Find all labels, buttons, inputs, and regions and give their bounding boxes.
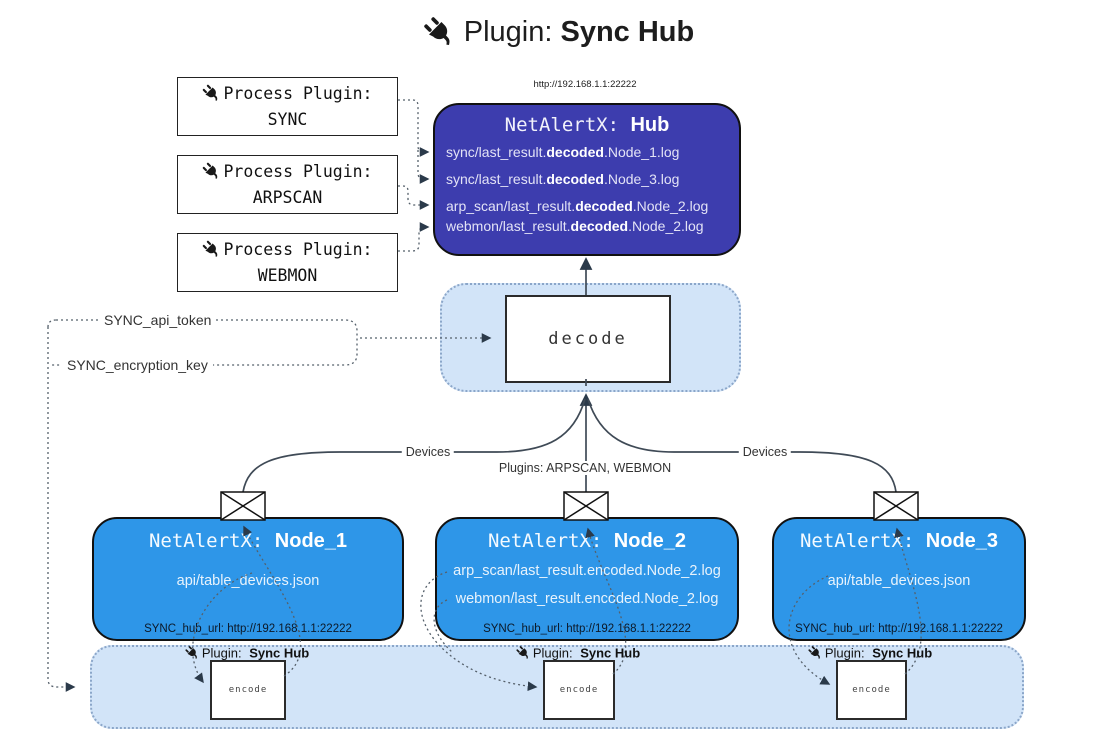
hub-url: http://192.168.1.1:22222 [533, 79, 637, 90]
plug-icon [202, 84, 221, 103]
node-title: NetAlertX: Node_1 [148, 530, 348, 552]
encoder-plugin-label: Plugin: Sync Hub [516, 645, 640, 661]
plug-icon [185, 646, 200, 661]
node-file: api/table_devices.json [827, 573, 971, 589]
hub-title-bold: Hub [630, 114, 670, 136]
envelope-icons [220, 491, 919, 521]
decode-box: decode [505, 295, 671, 383]
node-file: webmon/last_result.encoded.Node_2.log [455, 591, 719, 607]
edge-label-devices-left: Devices [401, 445, 455, 459]
node-3-box: NetAlertX: Node_3 api/table_devices.json… [772, 517, 1026, 641]
diagram-title: Plugin: Sync Hub [0, 16, 1117, 49]
edge-label-devices-right: Devices [738, 445, 792, 459]
process-plugin-webmon: Process Plugin: WEBMON [177, 233, 398, 292]
process-plugin-label: Process Plugin: [223, 161, 373, 181]
hub-title: NetAlertX: Hub [435, 114, 739, 137]
process-plugin-label: Process Plugin: [223, 239, 373, 259]
node-hub-url: SYNC_hub_url: http://192.168.1.1:22222 [795, 623, 1003, 635]
encoder-plugin-label: Plugin: Sync Hub [808, 645, 932, 661]
title-bold: Sync Hub [560, 16, 695, 48]
hub-log-line: webmon/last_result.decoded.Node_2.log [446, 218, 704, 234]
node-1-box: NetAlertX: Node_1 api/table_devices.json… [92, 517, 404, 641]
node-hub-url: SYNC_hub_url: http://192.168.1.1:22222 [144, 623, 352, 635]
hub-log-line: arp_scan/last_result.decoded.Node_2.log [446, 198, 709, 214]
plug-icon [808, 646, 823, 661]
hub-log-line: sync/last_result.decoded.Node_1.log [446, 144, 680, 160]
process-plugin-label: Process Plugin: [223, 83, 373, 103]
page-title: Plugin: Sync Hub [464, 16, 694, 49]
envelope-icon [220, 491, 266, 521]
plug-icon [423, 16, 456, 49]
node-title: NetAlertX: Node_2 [487, 530, 687, 552]
process-plugin-name: ARPSCAN [252, 187, 323, 207]
plug-icon [202, 240, 221, 259]
node-hub-url: SYNC_hub_url: http://192.168.1.1:22222 [483, 623, 691, 635]
title-prefix: Plugin: [463, 16, 553, 48]
hub-box: NetAlertX: Hub sync/last_result.decoded.… [433, 103, 741, 256]
encoder-plugin-label: Plugin: Sync Hub [185, 645, 309, 661]
plug-icon [202, 162, 221, 181]
process-plugin-arpscan: Process Plugin: ARPSCAN [177, 155, 398, 214]
encode-box-1: encode [210, 660, 286, 720]
encode-box-2: encode [543, 660, 615, 720]
envelope-icon [873, 491, 919, 521]
sync-api-token-label: SYNC_api_token [99, 312, 217, 328]
sync-encryption-key-label: SYNC_encryption_key [62, 357, 213, 373]
decode-label: decode [548, 329, 628, 349]
hub-title-prefix: NetAlertX: [504, 114, 620, 136]
plug-icon [516, 646, 531, 661]
hub-log-line: sync/last_result.decoded.Node_3.log [446, 171, 680, 187]
node-file: arp_scan/last_result.encoded.Node_2.log [453, 563, 721, 579]
node-file: api/table_devices.json [176, 573, 320, 589]
edge-label-plugins: Plugins: ARPSCAN, WEBMON [494, 461, 676, 475]
envelope-icon [563, 491, 609, 521]
process-plugin-name: SYNC [267, 109, 308, 129]
node-2-box: NetAlertX: Node_2 arp_scan/last_result.e… [435, 517, 739, 641]
node-title: NetAlertX: Node_3 [799, 530, 999, 552]
process-plugin-sync: Process Plugin: SYNC [177, 77, 398, 136]
encode-box-3: encode [836, 660, 907, 720]
process-plugin-name: WEBMON [257, 265, 318, 285]
